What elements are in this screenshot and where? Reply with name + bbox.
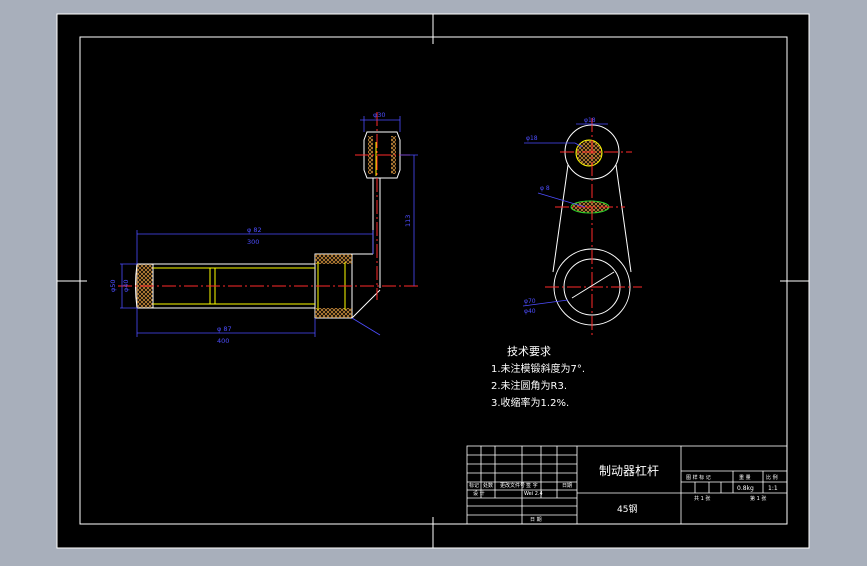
technical-requirements: 技术要求 1.未注模锻斜度为7°. 2.未注圆角为R3. 3.收缩率为1.2%.	[491, 345, 585, 409]
designer-label: 设 计	[473, 490, 485, 497]
sign-col-doc: 更改文件号	[500, 482, 525, 489]
tech-item-2: 2.未注圆角为R3.	[491, 379, 567, 392]
tech-heading: 技术要求	[507, 345, 551, 358]
dim-left-1: φ50	[109, 279, 117, 292]
front-view-dimensions	[120, 116, 418, 337]
sign-col-count: 处数	[483, 482, 493, 489]
ratio-label: 比 例	[766, 474, 778, 481]
drawing-title: 制动器杠杆	[599, 463, 659, 478]
sheets-total: 共 1 张	[694, 495, 710, 502]
dim-height-right: 113	[404, 215, 412, 227]
dim-len-lower-sub: 400	[217, 337, 229, 345]
centering-marks	[57, 14, 809, 548]
paper-background	[57, 14, 809, 548]
sign-col-date: 日期	[562, 483, 572, 489]
stage-label: 图 样 标 记	[686, 474, 711, 481]
front-view-dim-text: φ 82 300 φ 87 400 φ30 113 φ50 φ40	[109, 111, 412, 345]
side-view	[545, 118, 642, 336]
dim-r-top: φ18	[526, 135, 538, 142]
tech-item-3: 3.收缩率为1.2%.	[491, 396, 569, 409]
weight-value: 0.8kg	[737, 485, 754, 492]
material-label: 45钢	[617, 503, 637, 515]
sheet-number: 第 1 张	[750, 495, 766, 502]
dim-len-upper-sub: 300	[247, 238, 259, 246]
designer-value: Wei 2.4	[524, 491, 543, 497]
tech-item-1: 1.未注模锻斜度为7°.	[491, 362, 585, 375]
sign-col-sign: 签 字	[526, 482, 538, 489]
dim-left-2: φ40	[122, 279, 130, 292]
ratio-value: 1:1	[768, 485, 778, 492]
dim-len-upper: φ 82	[247, 226, 262, 234]
dim-top-hole: φ18	[584, 117, 596, 124]
dim-r-mid: φ 8	[540, 185, 550, 192]
sign-col-mark: 标记	[469, 482, 479, 489]
date-label: 日 期	[530, 517, 542, 523]
dim-r-bottom-sub: φ40	[524, 308, 536, 315]
dim-len-lower: φ 87	[217, 325, 232, 333]
title-block-text: 制动器杠杆 45钢 标记 处数 更改文件号 签 字 日期 设 计 Wei 2.4…	[469, 463, 778, 523]
front-view	[118, 112, 420, 319]
side-view-dim-text: φ18 φ 8 φ70 φ40 φ18	[524, 117, 596, 315]
side-view-dimensions	[522, 123, 608, 307]
dim-r-bottom: φ70	[524, 298, 536, 305]
dim-top-diameter: φ30	[373, 111, 386, 119]
title-block	[466, 445, 788, 525]
weight-label: 重 量	[739, 474, 751, 481]
